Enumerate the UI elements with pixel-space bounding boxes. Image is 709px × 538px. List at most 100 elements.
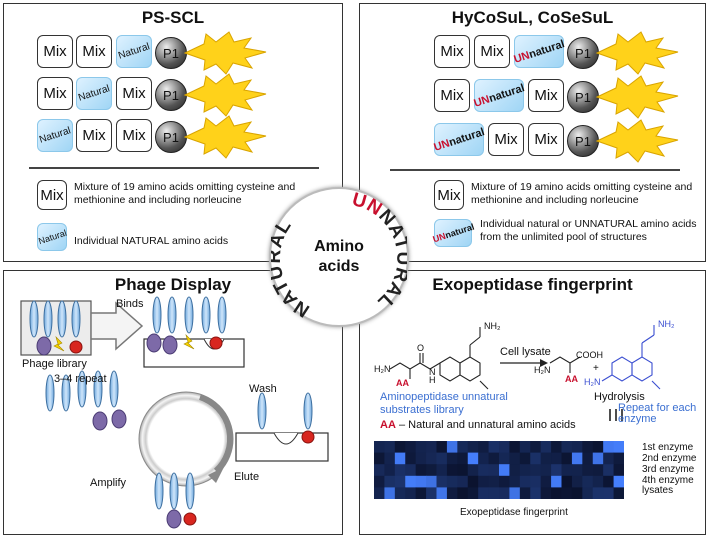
legend-mix-box: Mix bbox=[434, 180, 464, 210]
legend-mix-description: Mixture of 19 amino acids omitting cyste… bbox=[74, 181, 296, 206]
enzyme-row-label: 1st enzyme bbox=[642, 442, 694, 453]
legend-mix-description: Mixture of 19 amino acids omitting cyste… bbox=[471, 181, 693, 206]
product-h2n-label: H₂N bbox=[534, 365, 551, 375]
heatmap-cell bbox=[499, 475, 510, 488]
cooh-label: COOH bbox=[576, 350, 603, 360]
aa-label: AA bbox=[396, 378, 409, 388]
heatmap-cell bbox=[436, 441, 448, 454]
heatmap-cell bbox=[374, 452, 385, 465]
nitrogen-label: N bbox=[429, 367, 436, 377]
heatmap-cell bbox=[426, 464, 437, 477]
heatmap-cell bbox=[592, 475, 604, 488]
exopeptidase-panel: Exopeptidase fingerprint bbox=[359, 270, 706, 535]
heatmap-cell bbox=[571, 441, 583, 454]
p1-ball: P1 bbox=[567, 125, 599, 157]
repeat-label: Repeat for each enzyme bbox=[618, 402, 697, 425]
h2n-label: H₂N bbox=[374, 364, 391, 374]
heatmap-cell bbox=[592, 487, 604, 499]
heatmap-cell bbox=[540, 452, 552, 465]
heatmap-cell bbox=[467, 452, 479, 465]
heatmap-cell bbox=[478, 441, 490, 454]
heatmap-cell bbox=[603, 487, 615, 499]
heatmap-cell bbox=[551, 487, 562, 499]
elute-label: Elute bbox=[234, 471, 260, 483]
fluorophore-burst-icon bbox=[183, 31, 267, 75]
heatmap-cell bbox=[394, 487, 406, 499]
heatmap-cell bbox=[384, 441, 396, 454]
substrate-structure bbox=[389, 327, 489, 390]
heatmap-cell bbox=[488, 487, 500, 499]
heatmap-cell bbox=[603, 452, 615, 465]
amino-label: Amino bbox=[314, 238, 364, 255]
aa-legend: AA – Natural and unnatural amino acids bbox=[380, 419, 576, 431]
heatmap-cell bbox=[530, 464, 542, 477]
heatmap-cell bbox=[582, 441, 594, 454]
mix-box: Mix bbox=[76, 119, 112, 152]
mix-box: Mix bbox=[37, 35, 73, 68]
fluorophore-burst-icon bbox=[595, 31, 679, 75]
heatmap-cell bbox=[405, 452, 417, 465]
heatmap-cell bbox=[561, 475, 573, 488]
heatmap-cell bbox=[488, 452, 500, 465]
mix-box: Mix bbox=[528, 79, 564, 112]
heatmap-cell bbox=[415, 475, 427, 488]
hydrolysis-label: Hydrolysis bbox=[594, 391, 645, 403]
heatmap-cell bbox=[394, 441, 406, 454]
exopeptidase-title: Exopeptidase fingerprint bbox=[432, 275, 633, 294]
heatmap-cell bbox=[603, 441, 615, 454]
heatmap-cell bbox=[394, 452, 406, 465]
amplify-label: Amplify bbox=[90, 477, 127, 489]
repeat-arrows bbox=[609, 409, 623, 421]
p1-ball: P1 bbox=[567, 81, 599, 113]
cell-lysate-label: Cell lysate bbox=[500, 346, 551, 358]
heatmap-cell bbox=[436, 464, 448, 477]
heatmap-cell bbox=[509, 475, 521, 488]
heatmap-cell bbox=[551, 475, 562, 488]
heatmap-cell bbox=[551, 464, 562, 477]
unnatural-box: UNnatural bbox=[432, 123, 486, 156]
mix-box: Mix bbox=[474, 35, 510, 68]
phage-icons bbox=[29, 300, 83, 356]
heatmap-cell bbox=[509, 452, 521, 465]
heatmap-cell bbox=[415, 441, 427, 454]
fluorophore-burst-icon bbox=[595, 75, 679, 119]
heatmap-cell bbox=[426, 475, 437, 488]
heatmap-cell bbox=[467, 487, 479, 499]
p1-ball: P1 bbox=[567, 37, 599, 69]
exopeptidase-reaction-diagram bbox=[389, 325, 661, 421]
divider bbox=[29, 167, 319, 169]
heatmap-cell bbox=[603, 475, 615, 488]
legend-natural-box: Natural bbox=[37, 223, 67, 251]
phage-display-title: Phage Display bbox=[114, 275, 232, 294]
heatmap-cell bbox=[582, 452, 594, 465]
natural-label: Natural bbox=[37, 125, 73, 146]
heatmap-cell bbox=[613, 487, 624, 499]
legend-unnatural-box: UNnatural bbox=[431, 219, 475, 247]
heatmap-cell bbox=[436, 475, 448, 488]
fluorophore-burst-icon bbox=[183, 115, 267, 159]
heatmap-cell bbox=[582, 464, 594, 477]
unnatural-box: UNnatural bbox=[472, 79, 526, 112]
heatmap-cell bbox=[384, 452, 396, 465]
phage-display-diagram bbox=[20, 296, 329, 529]
heatmap-cell bbox=[509, 464, 521, 477]
amine-label: NH₂ bbox=[484, 321, 501, 331]
heatmap-cell bbox=[499, 487, 510, 499]
heatmap-cell bbox=[405, 441, 417, 454]
fluorophore-burst-icon bbox=[183, 73, 267, 117]
fingerprint-caption: Exopeptidase fingerprint bbox=[460, 507, 568, 518]
heatmap-cell bbox=[405, 464, 417, 477]
heatmap-cell bbox=[457, 464, 469, 477]
enzyme-row-label: 2nd enzyme bbox=[642, 453, 697, 464]
unnatural-label: UNnatural bbox=[432, 125, 486, 154]
heatmap-cell bbox=[478, 452, 490, 465]
heatmap-cell bbox=[394, 475, 406, 488]
heatmap-cell bbox=[592, 464, 604, 477]
heatmap-cell bbox=[478, 464, 490, 477]
repeat-label: 3–4 repeat bbox=[54, 373, 107, 385]
fluorophore-burst-icon bbox=[595, 119, 679, 163]
heatmap-cell bbox=[374, 464, 385, 477]
mix-box: Mix bbox=[528, 123, 564, 156]
mix-box: Mix bbox=[434, 79, 470, 112]
heatmap-cell bbox=[561, 464, 573, 477]
